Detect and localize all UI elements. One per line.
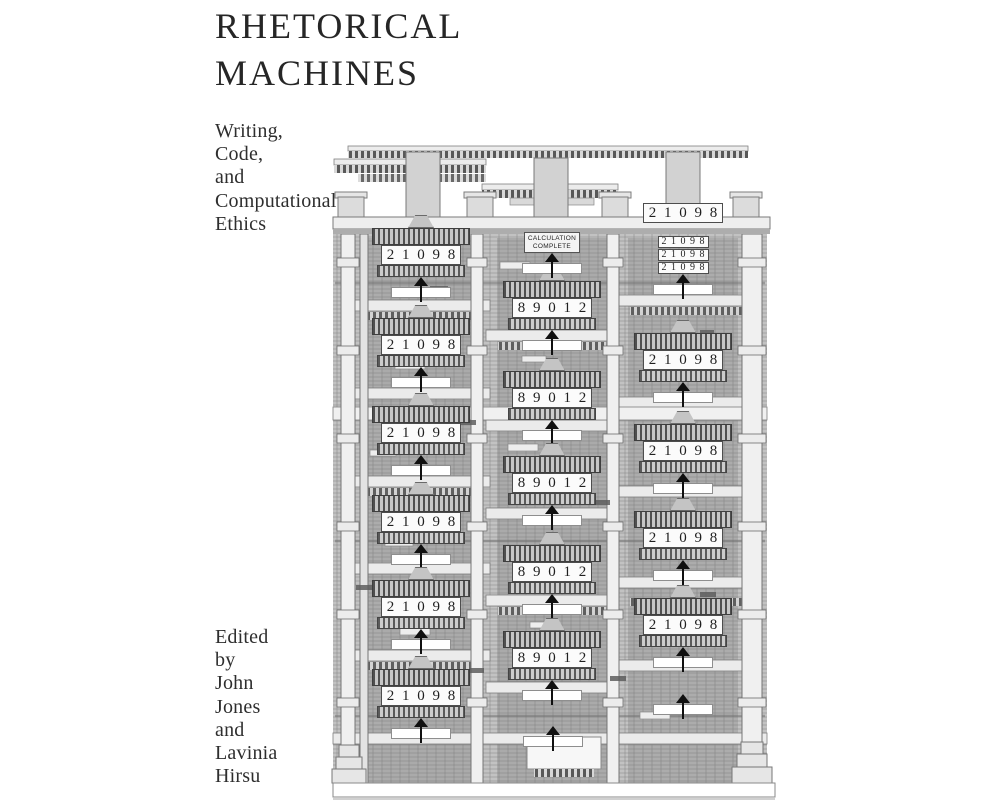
- credits-line: Lavinia: [215, 742, 278, 765]
- top-columns: [398, 151, 708, 231]
- machine-feet: [331, 741, 773, 784]
- title-line: RHETORICAL: [215, 6, 463, 46]
- credits-line: and: [215, 718, 245, 741]
- title-line: MACHINES: [215, 53, 420, 93]
- credits-line: John: [215, 672, 254, 695]
- subtitle-line: and: [215, 166, 245, 189]
- plinth-blocks: [334, 191, 763, 220]
- credits-line: by: [215, 649, 236, 672]
- subtitle-line: Computational: [215, 189, 337, 212]
- credits-line: Edited: [215, 626, 269, 648]
- editor-credits: Edited by John Jones and Lavinia Hirsu: [215, 626, 277, 788]
- bottom-box: [526, 736, 602, 777]
- base-plate: [332, 782, 776, 800]
- subtitle-line: Code,: [215, 143, 264, 166]
- book-title: RHETORICAL MACHINES: [215, 3, 462, 97]
- column-collars: [336, 257, 767, 708]
- top-plate: [332, 216, 771, 234]
- book-subtitle: Writing, Code, and Computational Ethics: [215, 120, 336, 236]
- credits-line: Jones: [215, 695, 261, 718]
- credits-line: Hirsu: [215, 765, 261, 788]
- subtitle-line: Writing,: [215, 120, 284, 142]
- subtitle-line: Ethics: [215, 212, 267, 235]
